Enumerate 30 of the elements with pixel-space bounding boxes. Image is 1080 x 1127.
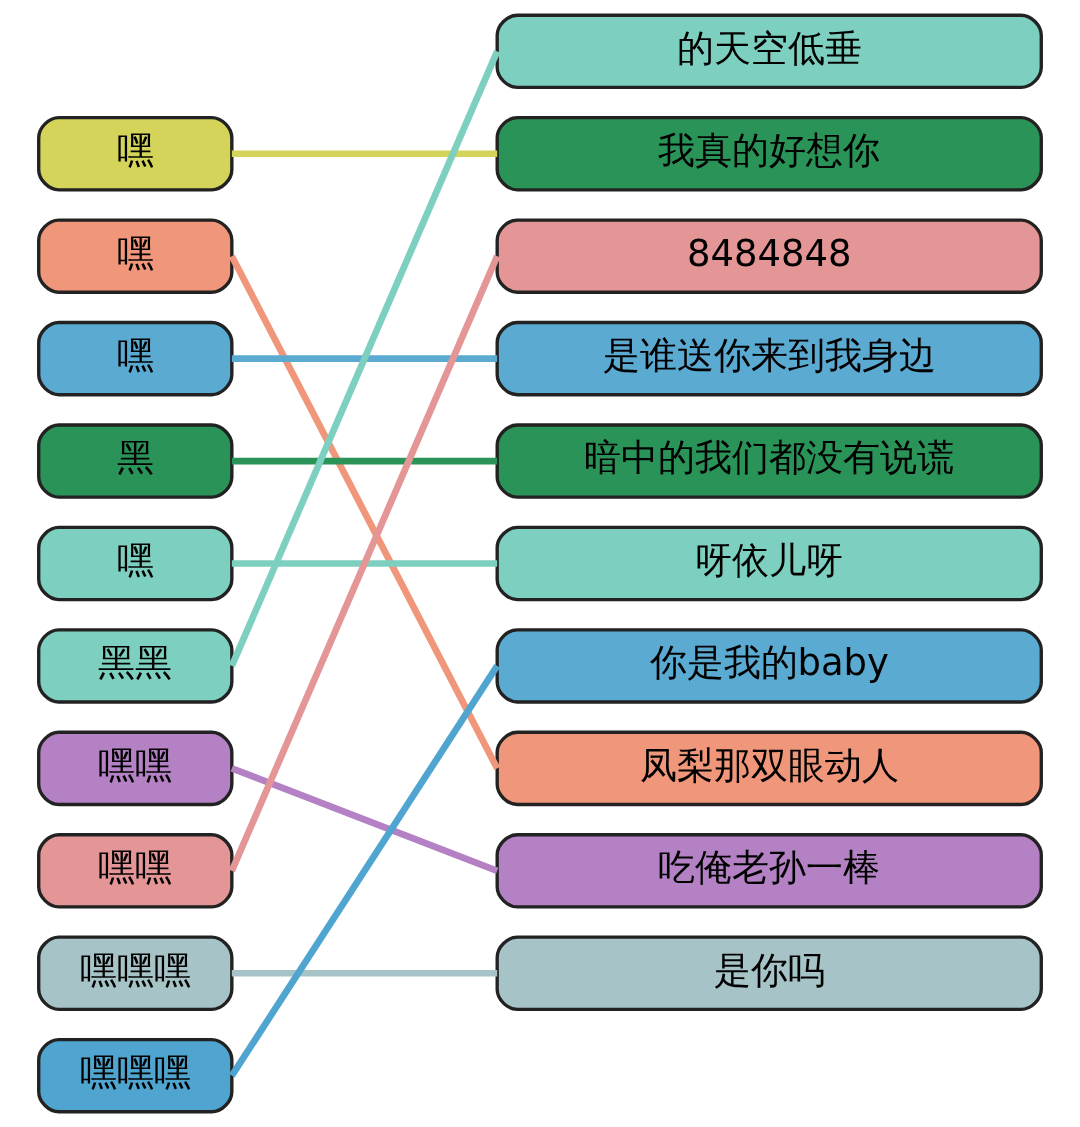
node-box: 嘿嘿嘿: [37, 935, 234, 1012]
node-box: 呀依儿呀: [495, 525, 1043, 602]
node-box: 我真的好想你: [495, 115, 1043, 192]
connector: [229, 664, 500, 1078]
node-box: 你是我的baby: [495, 628, 1043, 704]
connector: [231, 560, 498, 567]
node-box: 吃俺老孙一棒: [495, 833, 1043, 909]
node-box: 黑: [37, 423, 234, 499]
node-box: 嘿: [37, 525, 234, 602]
node-box: 黑黑: [37, 628, 234, 704]
connector: [228, 49, 501, 668]
connector: [230, 765, 499, 874]
node-box: 8484848: [495, 218, 1043, 294]
node-box: 暗中的我们都没有说谎: [495, 423, 1043, 499]
node-box: 凤梨那双眼动人: [495, 730, 1043, 807]
node-box: 嘿: [37, 115, 234, 192]
connector: [231, 150, 498, 158]
node-box: 是你吗: [495, 935, 1043, 1012]
node-box: 嘿嘿: [37, 730, 234, 807]
connector: [231, 457, 498, 465]
node-box: 是谁送你来到我身边: [495, 320, 1043, 397]
connector: [231, 969, 498, 977]
node-box: 嘿: [37, 320, 234, 397]
connector: [228, 254, 501, 873]
node-box: 嘿嘿嘿: [37, 1037, 234, 1114]
connector: [228, 254, 501, 770]
connector: [231, 355, 498, 362]
node-box: 的天空低垂: [495, 13, 1043, 90]
node-box: 嘿: [37, 218, 234, 294]
node-box: 嘿嘿: [37, 833, 234, 909]
